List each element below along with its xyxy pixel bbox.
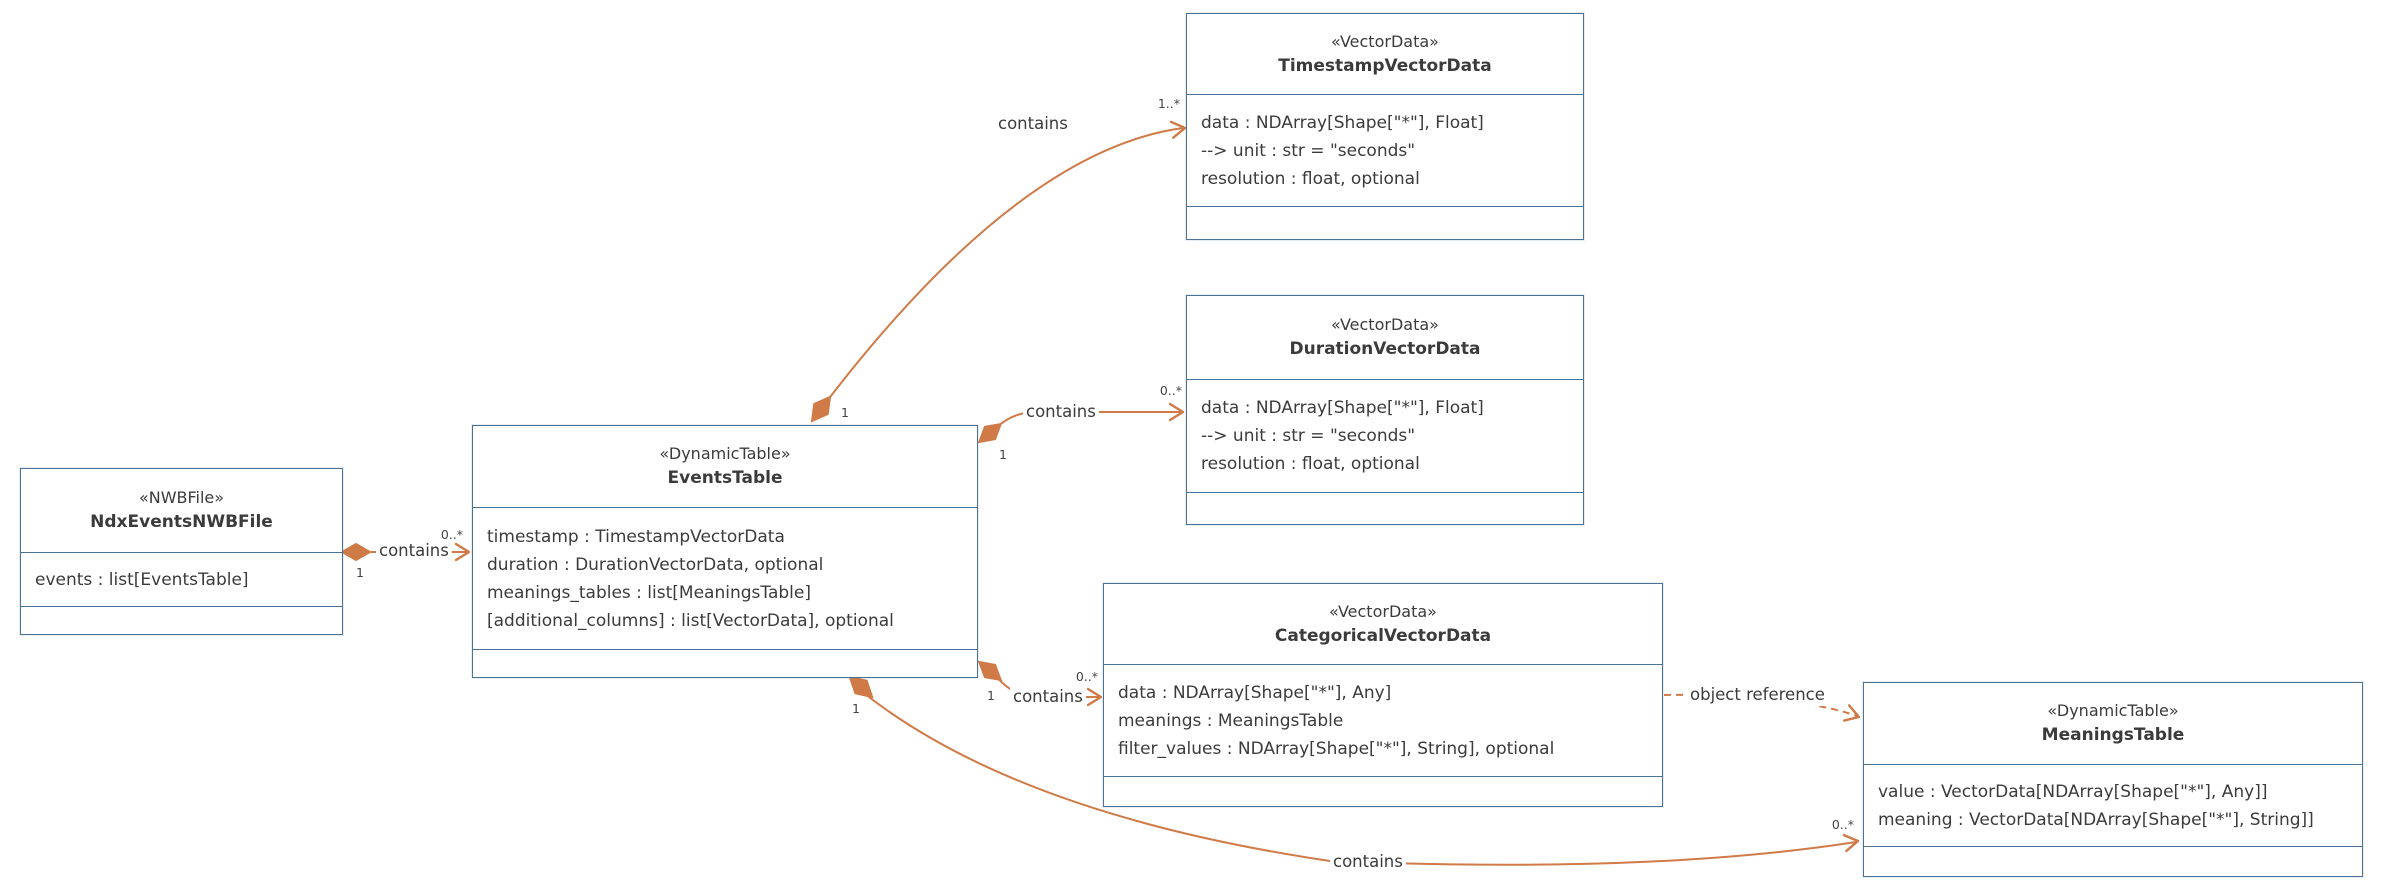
attribute: meaning : VectorData[NDArray[Shape["*"],… xyxy=(1878,809,2314,830)
class-events-table: «DynamicTable» EventsTable timestamp : T… xyxy=(472,425,978,678)
class-operations-empty xyxy=(1104,777,1662,806)
class-name: DurationVectorData xyxy=(1289,339,1481,359)
multiplicity-label: 0..* xyxy=(1831,817,1854,832)
class-name: NdxEventsNWBFile xyxy=(90,512,273,532)
edge-label-contains: contains xyxy=(995,113,1071,135)
attribute: meanings_tables : list[MeaningsTable] xyxy=(487,582,811,603)
attribute: events : list[EventsTable] xyxy=(35,569,249,590)
multiplicity-label: 1..* xyxy=(1157,96,1180,111)
attribute: duration : DurationVectorData, optional xyxy=(487,554,824,575)
attribute: timestamp : TimestampVectorData xyxy=(487,526,785,547)
class-name: CategoricalVectorData xyxy=(1274,625,1492,646)
edge-contains-timestamp-line xyxy=(826,127,1184,402)
edge-label-object-reference: object reference xyxy=(1687,684,1828,706)
class-timestamp-vector-data: «VectorData» TimestampVectorData data : … xyxy=(1186,13,1584,240)
class-stereotype: «VectorData» xyxy=(1331,31,1439,51)
multiplicity-label: 1 xyxy=(852,701,860,716)
class-stereotype: «DynamicTable» xyxy=(2047,701,2179,720)
open-arrowhead-icon xyxy=(1168,402,1185,422)
edge-label-contains: contains xyxy=(1330,851,1406,873)
class-header: «DynamicTable» EventsTable xyxy=(473,426,977,508)
multiplicity-label: 1 xyxy=(841,405,849,420)
attribute: data : NDArray[Shape["*"], Float] xyxy=(1201,112,1484,133)
attribute: --> unit : str = "seconds" xyxy=(1201,140,1416,161)
class-duration-vector-data: «VectorData» DurationVectorData data : N… xyxy=(1186,295,1584,525)
multiplicity-label: 0..* xyxy=(1159,383,1182,398)
class-operations-empty xyxy=(1187,493,1583,524)
composition-diamond-icon xyxy=(977,660,1003,682)
class-header: «DynamicTable» MeaningsTable xyxy=(1864,683,2362,765)
attribute: data : NDArray[Shape["*"], Any] xyxy=(1118,682,1392,703)
class-attributes: events : list[EventsTable] xyxy=(21,553,342,607)
class-stereotype: «DynamicTable» xyxy=(659,444,791,463)
attribute: meanings : MeaningsTable xyxy=(1118,710,1344,731)
class-name: MeaningsTable xyxy=(2041,725,2185,745)
multiplicity-label: 1 xyxy=(356,565,364,580)
open-arrowhead-icon xyxy=(454,542,471,562)
class-attributes: data : NDArray[Shape["*"], Float] --> un… xyxy=(1187,380,1583,493)
attribute: value : VectorData[NDArray[Shape["*"], A… xyxy=(1878,781,2268,802)
multiplicity-label: 1 xyxy=(987,688,995,703)
attribute: resolution : float, optional xyxy=(1201,454,1420,474)
attribute: data : NDArray[Shape["*"], Float] xyxy=(1201,398,1484,418)
composition-diamond-icon xyxy=(810,395,832,423)
edge-label-contains: contains xyxy=(376,540,452,562)
class-attributes: timestamp : TimestampVectorData duration… xyxy=(473,508,977,650)
open-arrowhead-icon xyxy=(1169,120,1187,139)
composition-diamond-icon xyxy=(848,675,874,699)
open-arrowhead-icon xyxy=(1086,687,1103,707)
multiplicity-label: 0..* xyxy=(1075,669,1098,684)
attribute: [additional_columns] : list[VectorData],… xyxy=(487,610,894,631)
class-categorical-vector-data: «VectorData» CategoricalVectorData data … xyxy=(1103,583,1663,807)
class-header: «VectorData» TimestampVectorData xyxy=(1187,14,1583,95)
attribute: filter_values : NDArray[Shape["*"], Stri… xyxy=(1118,738,1555,759)
class-header: «VectorData» CategoricalVectorData xyxy=(1104,584,1662,665)
class-header: «VectorData» DurationVectorData xyxy=(1187,296,1583,380)
class-stereotype: «VectorData» xyxy=(1331,315,1439,334)
multiplicity-label: 1 xyxy=(999,447,1007,462)
class-operations-empty xyxy=(21,607,342,634)
multiplicity-label: 0..* xyxy=(440,527,463,542)
attribute: resolution : float, optional xyxy=(1201,168,1420,189)
class-ndx-events-nwb-file: «NWBFile» NdxEventsNWBFile events : list… xyxy=(20,468,343,635)
class-operations-empty xyxy=(473,650,977,677)
attribute: --> unit : str = "seconds" xyxy=(1201,426,1416,446)
open-arrowhead-icon xyxy=(1842,833,1860,853)
edge-label-contains: contains xyxy=(1023,401,1099,423)
class-meanings-table: «DynamicTable» MeaningsTable value : Vec… xyxy=(1863,682,2363,877)
class-stereotype: «NWBFile» xyxy=(138,488,225,507)
class-operations-empty xyxy=(1864,847,2362,876)
edge-label-contains: contains xyxy=(1010,686,1086,708)
class-stereotype: «VectorData» xyxy=(1329,601,1437,621)
class-name: EventsTable xyxy=(667,468,783,488)
class-attributes: data : NDArray[Shape["*"], Any] meanings… xyxy=(1104,665,1662,777)
class-operations-empty xyxy=(1187,207,1583,239)
class-attributes: data : NDArray[Shape["*"], Float] --> un… xyxy=(1187,95,1583,207)
class-name: TimestampVectorData xyxy=(1278,55,1492,76)
composition-diamond-icon xyxy=(977,422,1003,444)
composition-diamond-icon xyxy=(339,542,373,562)
open-arrowhead-icon xyxy=(1842,704,1861,722)
class-attributes: value : VectorData[NDArray[Shape["*"], A… xyxy=(1864,765,2362,847)
class-header: «NWBFile» NdxEventsNWBFile xyxy=(21,469,342,553)
